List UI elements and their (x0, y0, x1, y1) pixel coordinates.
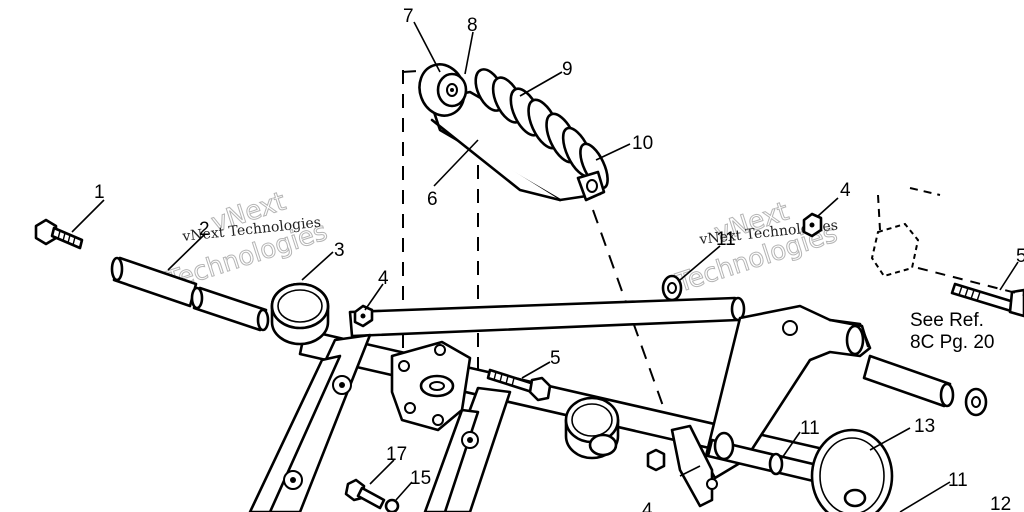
washer-right (964, 387, 988, 417)
bushing-ring-3 (270, 282, 330, 346)
bolt-17 (344, 478, 386, 510)
callout-17: 17 (386, 444, 407, 465)
spacer-2a (110, 256, 198, 308)
leader-lines (71, 21, 1019, 512)
spring-9 (474, 68, 609, 190)
idler-axle (706, 431, 832, 486)
callout-8: 8 (467, 15, 478, 36)
callout-4-bottom: 4 (642, 500, 653, 512)
bolt-5-center (486, 368, 552, 402)
callout-13: 13 (914, 416, 935, 437)
callout-11-bottom: 11 (948, 470, 968, 491)
callout-15: 15 (410, 468, 431, 489)
reference-note-line-2: 8C Pg. 20 (910, 332, 995, 353)
reference-note-line-1: See Ref. (910, 310, 984, 331)
nut-4-left (353, 304, 374, 328)
callout-11-top: 11 (716, 229, 736, 250)
callout-1: 1 (94, 182, 105, 203)
nut-4-bottom (646, 448, 666, 472)
bolt-5-right (950, 282, 1024, 318)
callout-4-left: 4 (378, 268, 389, 289)
rubber-stop (870, 187, 1024, 296)
callout-9: 9 (562, 59, 573, 80)
rear-axle (862, 354, 955, 408)
callout-labels: 1 2 3 4 4 4 5 5 6 7 8 9 10 11 11 11 12 1… (94, 6, 1024, 512)
callout-7: 7 (403, 6, 414, 27)
washer-15 (384, 498, 400, 512)
spacer-2b (190, 286, 270, 332)
callout-6: 6 (427, 189, 438, 210)
watermark-right: vNext Technologies vNext Technologies (671, 196, 841, 299)
upper-cross-tube (348, 296, 746, 338)
callout-12: 12 (990, 494, 1011, 512)
reference-note: See Ref. 8C Pg. 20 (910, 310, 995, 353)
callout-5-right: 5 (1016, 246, 1024, 267)
shock-absorber (418, 63, 609, 202)
callout-10: 10 (632, 133, 653, 154)
idler-bracket (670, 424, 718, 508)
bushing-ring-center (564, 396, 620, 460)
left-arm (248, 333, 372, 512)
callout-2: 2 (199, 219, 210, 240)
callout-5-center: 5 (550, 348, 561, 369)
callout-3: 3 (334, 240, 345, 261)
callout-11-middle: 11 (800, 418, 820, 439)
rear-arm (703, 304, 872, 480)
nut-4-top-right (802, 212, 823, 238)
idler-wheel-13 (810, 428, 894, 512)
shock-mount-bracket (390, 340, 472, 432)
bolt-1 (34, 218, 84, 250)
washer-11-top (661, 274, 683, 302)
shock-bottom-eye (576, 170, 606, 202)
right-arm (423, 386, 512, 512)
callout-4-top-right: 4 (840, 180, 851, 201)
shock-top-eye (418, 63, 468, 117)
